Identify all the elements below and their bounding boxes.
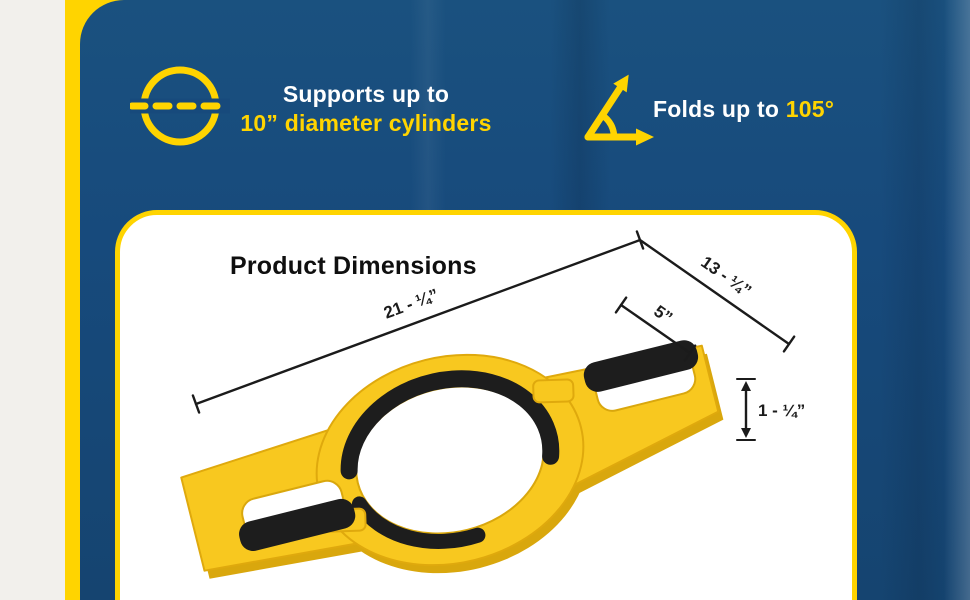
diameter-dashed-circle-icon xyxy=(130,66,230,146)
wall-edge-highlight xyxy=(944,0,970,600)
feature-fold-prefix: Folds up to xyxy=(653,96,786,122)
feature-diameter-line1: Supports up to xyxy=(282,81,450,107)
feature-diameter-text: Supports up to 10” diameter cylinders xyxy=(237,80,495,139)
feature-fold-value: 105° xyxy=(785,96,835,122)
dimensions-card xyxy=(115,210,857,600)
fold-angle-arrow-icon xyxy=(584,74,654,146)
fold-angle-horizontal-arrowhead xyxy=(636,128,654,146)
card-title: Product Dimensions xyxy=(230,252,477,280)
wall-texture-streak xyxy=(880,0,950,600)
feature-fold-text: Folds up to 105° xyxy=(653,96,834,123)
fold-angle-arc xyxy=(598,111,618,141)
feature-diameter-line2: 10” diameter cylinders xyxy=(240,110,492,137)
fold-angle-diagonal-arrowhead xyxy=(613,74,629,93)
